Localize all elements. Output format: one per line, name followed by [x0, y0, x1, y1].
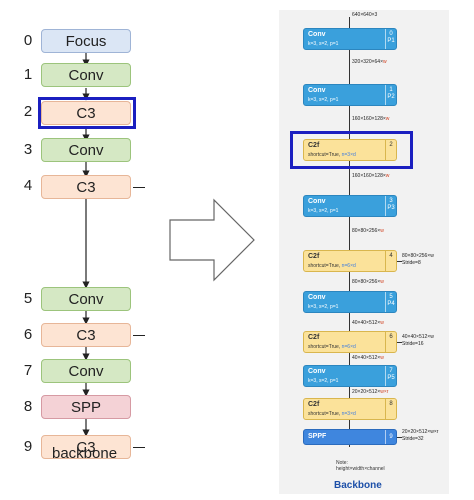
- block-c2f-2: C2f shortcut=True, n=3×d 2: [303, 139, 397, 161]
- block-params: k=3, s=2, p=1: [308, 208, 339, 214]
- block-params: k=3, s=2, p=1: [308, 304, 339, 310]
- highlight-box-left: [38, 97, 136, 129]
- flow-label-1: 320×320×64×w: [352, 59, 387, 65]
- output-tick-r9: [397, 437, 402, 438]
- block-sppf-9: SPPF 9: [303, 429, 397, 445]
- layer-index-4: 4: [23, 177, 33, 194]
- layer-index-2: 2: [23, 103, 33, 120]
- block-name: Conv: [308, 87, 326, 94]
- left-caption: backbone: [52, 445, 118, 462]
- transition-arrow-icon: [169, 198, 255, 282]
- layer-c3-9: C3: [41, 435, 131, 459]
- output-tick-6: [133, 335, 145, 336]
- block-name: C2f: [308, 253, 320, 260]
- left-connector-arrows: [82, 53, 90, 437]
- block-name: C2f: [308, 401, 320, 408]
- block-c2f-8: C2f shortcut=True, n=3×d 8: [303, 398, 397, 420]
- block-name: Conv: [308, 368, 326, 375]
- flow-label-3: 160×160×128×w: [352, 173, 390, 179]
- block-c2f-4: C2f shortcut=True, n=6×d 4: [303, 250, 397, 272]
- flow-label-7: 40×40×512×w: [352, 355, 384, 361]
- block-params: shortcut=True, n=3×d: [308, 152, 356, 158]
- layer-index-0: 0: [23, 32, 33, 49]
- layer-conv-3: Conv: [41, 138, 131, 162]
- layer-conv-7: Conv: [41, 359, 131, 383]
- layer-spp-8: SPP: [41, 395, 131, 419]
- layer-c3-4: C3: [41, 175, 131, 199]
- flow-label-2: 160×160×128×w: [352, 116, 390, 122]
- block-params: k=3, s=2, p=1: [308, 378, 339, 384]
- block-name: SPPF: [308, 433, 327, 440]
- block-index-cell: 4: [385, 251, 396, 271]
- output-tick-4: [133, 187, 145, 188]
- block-name: Conv: [308, 198, 326, 205]
- output-tick-r6: [397, 342, 402, 343]
- block-name: Conv: [308, 31, 326, 38]
- output-tick-9: [133, 447, 145, 448]
- block-name: Conv: [308, 294, 326, 301]
- layer-conv-1: Conv: [41, 63, 131, 87]
- layer-focus: Focus: [41, 29, 131, 53]
- right-spine-line: [349, 17, 350, 447]
- block-index-cell: 6: [385, 332, 396, 352]
- flow-label-6: 40×40×512×w: [352, 320, 384, 326]
- block-params: k=3, s=2, p=1: [308, 41, 339, 47]
- layer-index-1: 1: [23, 66, 33, 83]
- right-title: Backbone: [334, 480, 382, 491]
- dimension-note: Note:height×width×channel: [336, 460, 385, 472]
- block-params: shortcut=True, n=6×d: [308, 344, 356, 350]
- block-params: shortcut=True, n=6×d: [308, 263, 356, 269]
- block-index-cell: 8: [385, 399, 396, 419]
- highlight-box-right: [290, 131, 413, 169]
- layer-conv-5: Conv: [41, 287, 131, 311]
- block-name: C2f: [308, 334, 320, 341]
- block-params: shortcut=True, n=3×d: [308, 411, 356, 417]
- block-name: C2f: [308, 142, 320, 149]
- layer-index-3: 3: [23, 141, 33, 158]
- flow-label-8: 20×20×512×w×r: [352, 389, 389, 395]
- block-index-cell: 9: [385, 430, 396, 444]
- input-size-label: 640×640×3: [352, 12, 378, 18]
- output-tick-r4: [397, 261, 402, 262]
- layer-c3-2: C3: [41, 101, 131, 125]
- layer-index-7: 7: [23, 362, 33, 379]
- flow-label-4: 80×80×256×w: [352, 228, 384, 234]
- block-c2f-6: C2f shortcut=True, n=6×d 6: [303, 331, 397, 353]
- layer-c3-6: C3: [41, 323, 131, 347]
- block-params: k=3, s=2, p=1: [308, 97, 339, 103]
- layer-index-9: 9: [23, 438, 33, 455]
- layer-index-8: 8: [23, 398, 33, 415]
- layer-index-6: 6: [23, 326, 33, 343]
- flow-label-5: 80×80×256×w: [352, 279, 384, 285]
- layer-index-5: 5: [23, 290, 33, 307]
- block-index-cell: 2: [385, 140, 396, 160]
